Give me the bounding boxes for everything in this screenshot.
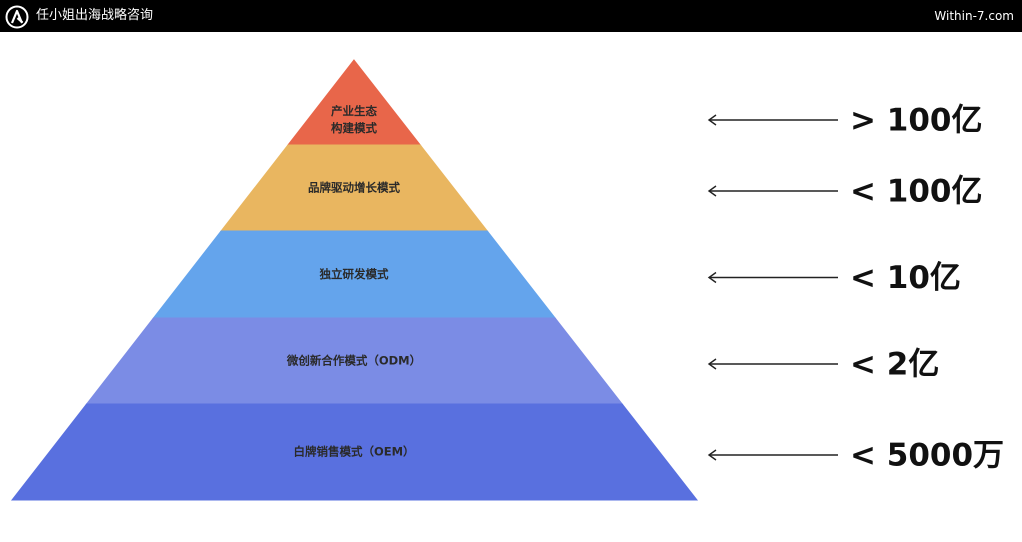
layer-label: 品牌驱动增长模式 — [308, 181, 400, 195]
arrow-left-icon — [707, 114, 838, 126]
layer-value: < 10亿 — [850, 260, 961, 296]
brand-name: 任小姐出海战略咨询 — [36, 8, 154, 23]
layer-value: > 100亿 — [850, 103, 982, 139]
site-url[interactable]: Within-7.com — [934, 9, 1014, 23]
pyramid-layer-5 — [10, 403, 699, 501]
layer-value: < 5000万 — [850, 438, 1004, 474]
arrow-left-icon — [707, 185, 838, 197]
layer-label: 构建模式 — [331, 121, 377, 135]
layer-label: 独立研发模式 — [320, 267, 389, 281]
layer-label: 微创新合作模式（ODM） — [286, 354, 421, 368]
layer-label: 白牌销售模式（OEM） — [293, 445, 414, 459]
layer-value: < 2亿 — [850, 347, 939, 383]
layer-label: 产业生态 — [331, 104, 377, 118]
layer-value: < 100亿 — [850, 174, 982, 210]
top-bar: 任小姐出海战略咨询 Within-7.com — [0, 0, 1022, 32]
arrow-left-icon — [707, 271, 838, 284]
arrow-left-icon — [707, 358, 838, 370]
logo-icon — [5, 5, 29, 29]
arrow-left-icon — [707, 449, 838, 461]
